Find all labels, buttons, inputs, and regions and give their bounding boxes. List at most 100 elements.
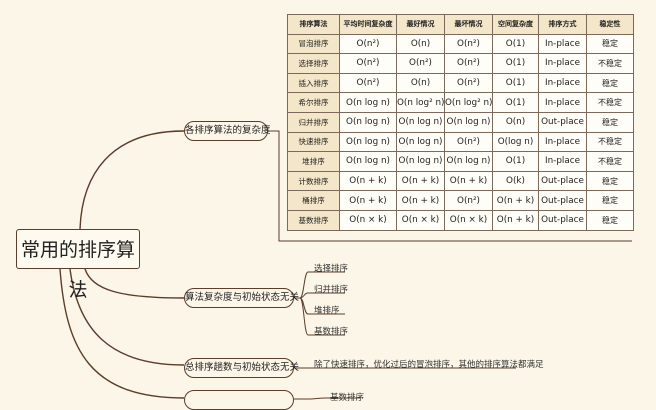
table-cell: In-place (538, 53, 587, 74)
table-cell: O(n + k) (396, 170, 445, 192)
column-header: 稳定性 (586, 14, 634, 35)
root-topic[interactable]: 常用的排序算法 (16, 229, 140, 301)
subtopic-heap-sort[interactable]: 堆排序 (314, 306, 340, 316)
table-cell: O(1) (492, 72, 539, 94)
table-cell: 稳定 (586, 72, 634, 94)
sub-connector-2 (299, 292, 345, 299)
table-cell: O(n²) (339, 33, 397, 55)
subtopic-radix-sort[interactable]: 基数排序 (314, 327, 349, 337)
topic-passes[interactable]: 总排序趟数与初始状态无关 (184, 358, 299, 378)
table-cell: In-place (538, 72, 587, 94)
table-cell: O(n log² n) (396, 92, 445, 113)
algorithm-name-cell: 选择排序 (287, 53, 340, 74)
table-cell: O(n log n) (339, 92, 397, 113)
table-cell: O(n log n) (396, 131, 445, 153)
subtopic-passes-note[interactable]: 除了快速排序，优化过后的冒泡排序，其他的排序算法都满足 (314, 360, 544, 370)
table-cell: O(n) (396, 33, 445, 55)
table-cell: O(n log n) (396, 151, 445, 172)
branch-initial-state (84, 268, 185, 299)
table-cell: O(n log n) (339, 151, 397, 172)
table-cell: O(n + k) (339, 170, 397, 192)
algorithm-name-cell: 归并排序 (287, 111, 340, 133)
table-cell: 稳定 (586, 111, 634, 133)
topic-initial-state[interactable]: 算法复杂度与初始状态无关 (184, 288, 299, 308)
subtopic-selection-sort[interactable]: 选择排序 (314, 264, 349, 274)
table-header-row: 排序算法平均时间复杂度最好情况最坏情况空间复杂度排序方式稳定性 (287, 14, 634, 35)
table-cell: O(n + k) (492, 209, 539, 231)
algorithm-name-cell: 冒泡排序 (287, 33, 340, 55)
branch-complexity (79, 130, 185, 230)
table-cell: O(n) (492, 111, 539, 133)
algorithm-name-cell: 堆排序 (287, 151, 340, 172)
table-cell: 稳定 (586, 190, 634, 211)
table-cell: O(n²) (339, 72, 397, 94)
column-header: 空间复杂度 (492, 14, 539, 35)
table-cell: O(n log² n) (444, 92, 493, 113)
table-cell: O(n × k) (339, 209, 397, 231)
table-cell: O(n²) (396, 53, 445, 74)
subtopic-merge-sort[interactable]: 归并排序 (314, 285, 349, 295)
subtopic-bottom-radix[interactable]: 基数排序 (330, 393, 365, 403)
table-cell: O(n log n) (444, 151, 493, 172)
table-cell: Out-place (538, 209, 587, 231)
table-cell: 不稳定 (586, 131, 634, 153)
table-cell: 稳定 (586, 170, 634, 192)
table-cell: In-place (538, 151, 587, 172)
table-cell: In-place (538, 33, 587, 55)
table-cell: 稳定 (586, 209, 634, 231)
column-header: 平均时间复杂度 (339, 14, 397, 35)
table-cell: Out-place (538, 111, 587, 133)
table-cell: O(n²) (339, 53, 397, 74)
table-cell: O(k) (492, 170, 539, 192)
table-cell: O(n × k) (396, 209, 445, 231)
table-cell: O(1) (492, 33, 539, 55)
table-connector (268, 130, 632, 242)
table-cell: O(1) (492, 53, 539, 74)
algorithm-name-cell: 插入排序 (287, 72, 340, 94)
table-cell: 不稳定 (586, 53, 634, 74)
table-cell: O(n + k) (492, 190, 539, 211)
table-cell: 稳定 (586, 33, 634, 55)
table-cell: O(n log n) (339, 111, 397, 133)
branch-bottom (59, 268, 185, 399)
table-cell: O(n) (396, 72, 445, 94)
table-cell: O(n²) (444, 53, 493, 74)
table-cell: O(log n) (492, 131, 539, 153)
column-header: 排序方式 (538, 14, 587, 35)
table-cell: Out-place (538, 190, 587, 211)
column-header: 排序算法 (287, 14, 340, 35)
topic-bottom[interactable] (184, 390, 294, 410)
algorithm-name-cell: 桶排序 (287, 190, 340, 211)
algorithm-name-cell: 快速排序 (287, 131, 340, 153)
table-cell: O(n + k) (339, 190, 397, 211)
algorithm-name-cell: 基数排序 (287, 209, 340, 231)
table-cell: O(n + k) (444, 170, 493, 192)
table-cell: O(n²) (444, 72, 493, 94)
table-cell: O(n log n) (339, 131, 397, 153)
table-cell: O(1) (492, 151, 539, 172)
table-cell: O(1) (492, 92, 539, 113)
table-cell: Out-place (538, 170, 587, 192)
mindmap-connectors (59, 130, 632, 400)
table-cell: 不稳定 (586, 151, 634, 172)
table-cell: O(n log n) (444, 111, 493, 133)
branch-passes (69, 268, 185, 366)
topic-complexity[interactable]: 各排序算法的复杂度 (184, 121, 271, 141)
table-cell: O(n × k) (444, 209, 493, 231)
algorithm-name-cell: 计数排序 (287, 170, 340, 192)
table-cell: O(n²) (444, 33, 493, 55)
table-cell: In-place (538, 131, 587, 153)
